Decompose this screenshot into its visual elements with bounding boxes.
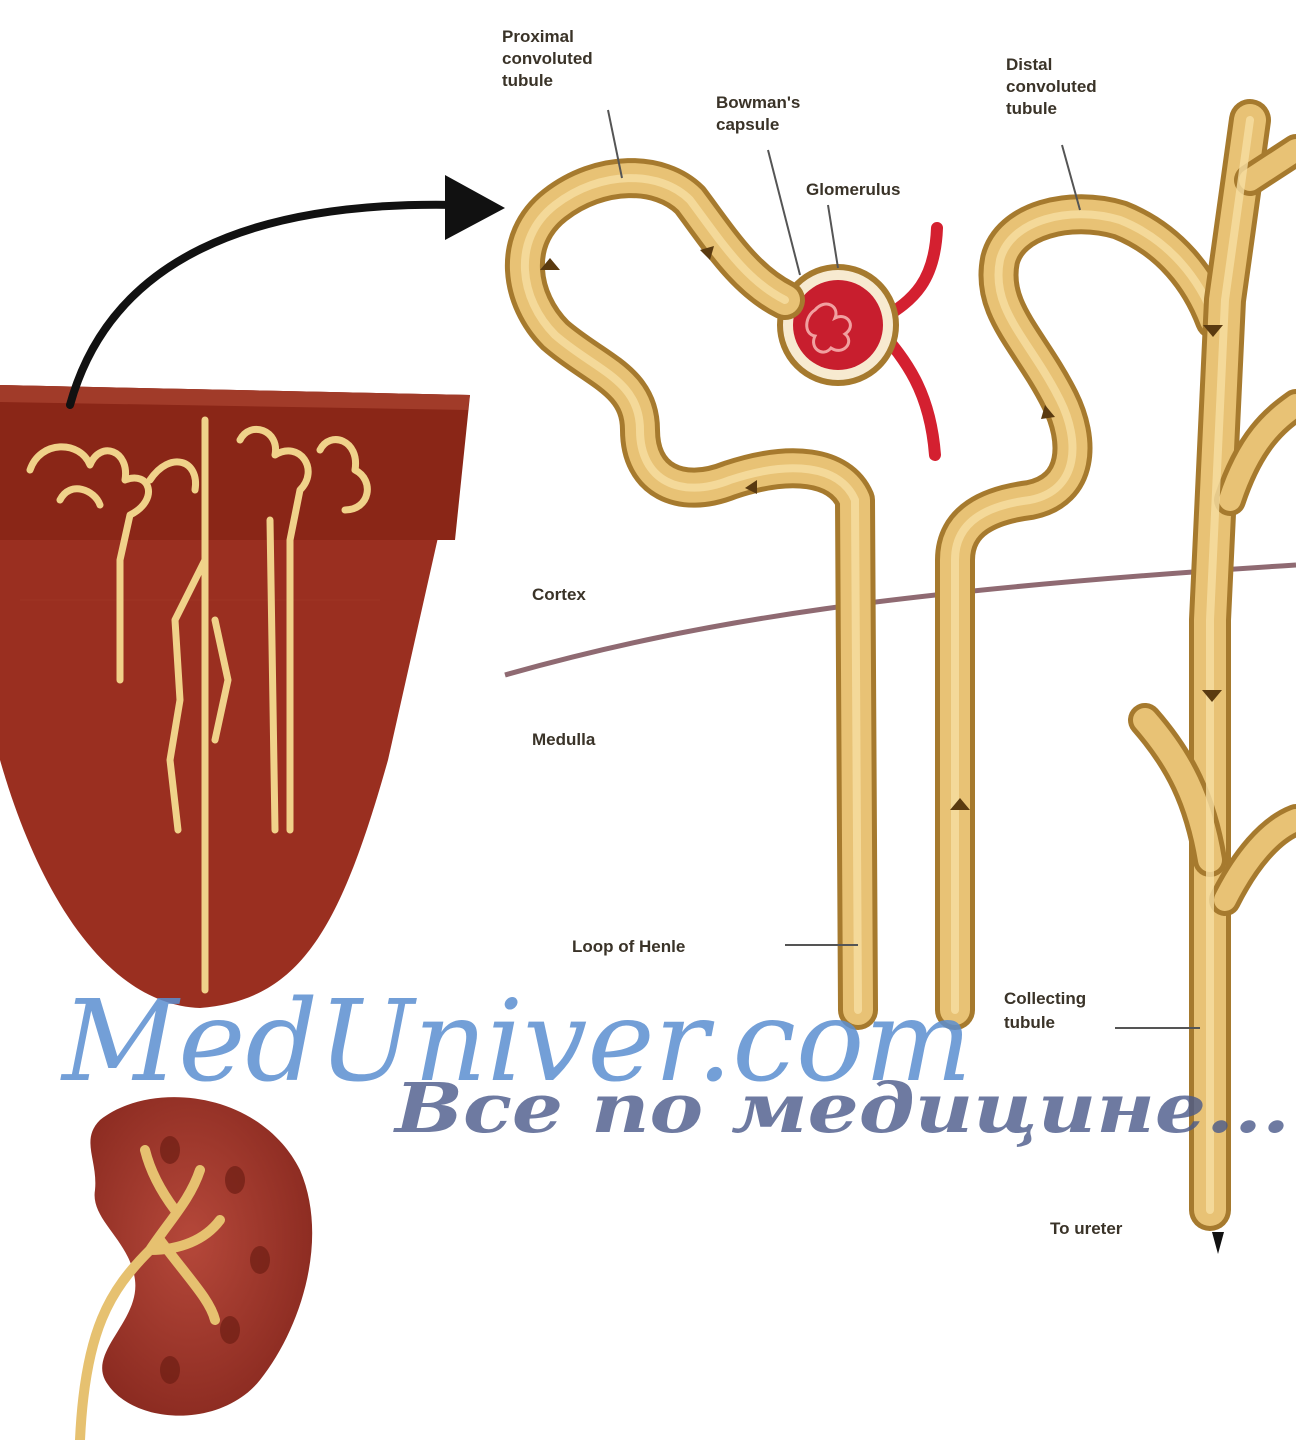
svg-text:Proximalconvolutedtubule: Proximal convoluted tubule	[502, 27, 593, 90]
cortex-medulla-boundary	[505, 565, 1296, 675]
svg-text:Bowman'scapsule: Bowman's capsule	[716, 93, 800, 134]
kidney	[80, 1097, 312, 1440]
label-collecting-1: Collecting	[1004, 989, 1086, 1008]
label-collecting-2: tubule	[1004, 1013, 1055, 1032]
label-proximal-3: tubule	[502, 71, 553, 90]
renal-pyramid	[0, 385, 470, 1008]
label-bowman-1: Bowman's	[716, 93, 800, 112]
collecting-duct	[1145, 120, 1296, 1210]
svg-text:Distalconvolutedtubule: Distal convoluted tubule	[1006, 55, 1097, 118]
label-proximal-2: convoluted	[502, 49, 593, 68]
watermark-sub: Все по медицине...	[393, 1069, 1290, 1149]
label-distal-1: Distal	[1006, 55, 1052, 74]
label-medulla: Medulla	[532, 730, 596, 749]
leader-lines	[608, 110, 1200, 1028]
label-cortex: Cortex	[532, 585, 586, 604]
svg-text:Collectingtubule: Collecting tubule	[1004, 989, 1086, 1032]
label-bowman-2: capsule	[716, 115, 779, 134]
label-distal-2: convoluted	[1006, 77, 1097, 96]
label-to-ureter: To ureter	[1050, 1219, 1123, 1238]
label-proximal-1: Proximal	[502, 27, 574, 46]
label-glomerulus: Glomerulus	[806, 180, 900, 199]
label-distal-3: tubule	[1006, 99, 1057, 118]
ureter-arrow	[1212, 1232, 1224, 1254]
label-loop-of-henle: Loop of Henle	[572, 937, 685, 956]
pointer-arrow	[70, 175, 505, 405]
